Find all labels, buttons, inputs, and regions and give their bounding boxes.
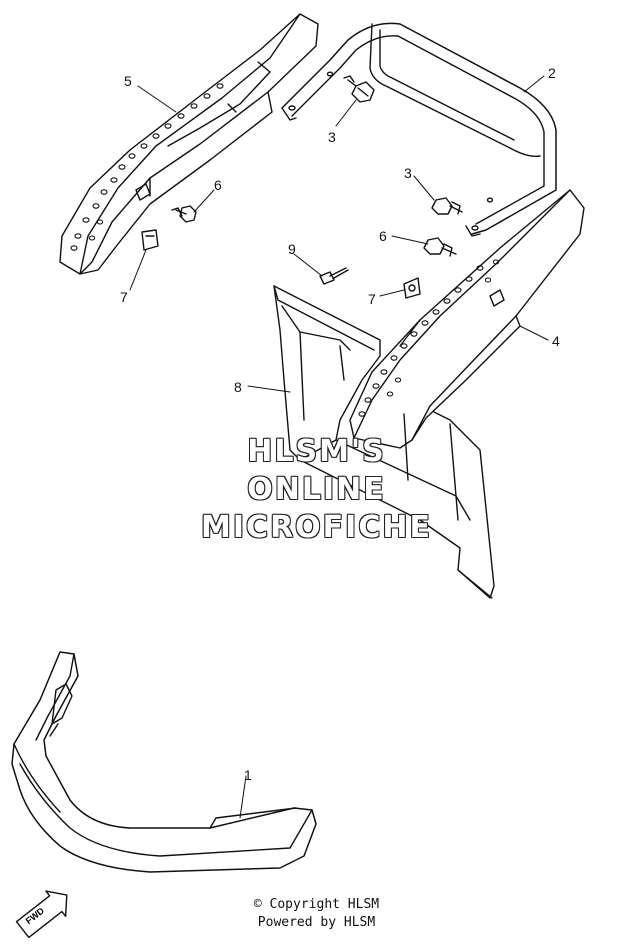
leader-2 xyxy=(523,75,545,93)
leader-6b xyxy=(391,235,429,245)
fastener-nut-7b xyxy=(403,277,421,299)
fastener-flange-bolt-6b xyxy=(423,237,457,257)
part-5-left-footrest xyxy=(59,13,319,275)
leader-5 xyxy=(137,85,177,113)
leader-6a xyxy=(193,189,215,213)
copyright-text: © Copyright HLSM xyxy=(253,897,380,912)
forward-direction-arrow-icon xyxy=(15,890,68,939)
fastener-flange-bolt-6a xyxy=(171,205,197,223)
fastener-nut-7a xyxy=(141,229,159,251)
callout-4: 4 xyxy=(552,333,560,349)
watermark-line-2: ONLINE xyxy=(247,472,386,507)
callout-8: 8 xyxy=(234,379,242,395)
powered-by-text: Powered by HLSM xyxy=(257,915,376,930)
watermark-line-3: MICROFICHE xyxy=(201,510,432,545)
callout-6a: 6 xyxy=(214,177,222,193)
callout-7a: 7 xyxy=(120,289,128,305)
watermark-line-1: HLSM'S xyxy=(247,434,386,469)
part-8-mud-guard xyxy=(273,285,495,599)
part-1-front-bumper xyxy=(11,651,317,873)
leader-8 xyxy=(247,385,291,393)
leader-7a xyxy=(129,249,147,291)
fastener-bolt-3b xyxy=(431,197,463,215)
callout-3a: 3 xyxy=(328,129,336,145)
fastener-bolt-3a xyxy=(343,75,375,103)
callout-6b: 6 xyxy=(379,228,387,244)
leader-lines xyxy=(129,75,549,819)
callout-1: 1 xyxy=(244,767,252,783)
callout-3b: 3 xyxy=(404,165,412,181)
callout-7b: 7 xyxy=(368,291,376,307)
leader-3b xyxy=(413,175,435,201)
fastener-rivet-9 xyxy=(319,267,349,285)
leader-4 xyxy=(519,325,549,341)
callout-5: 5 xyxy=(124,73,132,89)
leader-1 xyxy=(239,775,247,819)
callout-9: 9 xyxy=(288,241,296,257)
leader-7b xyxy=(379,289,405,297)
callout-2: 2 xyxy=(548,65,556,81)
leader-3a xyxy=(335,99,357,127)
leader-9 xyxy=(293,253,323,277)
part-2-grab-bar xyxy=(281,22,557,237)
